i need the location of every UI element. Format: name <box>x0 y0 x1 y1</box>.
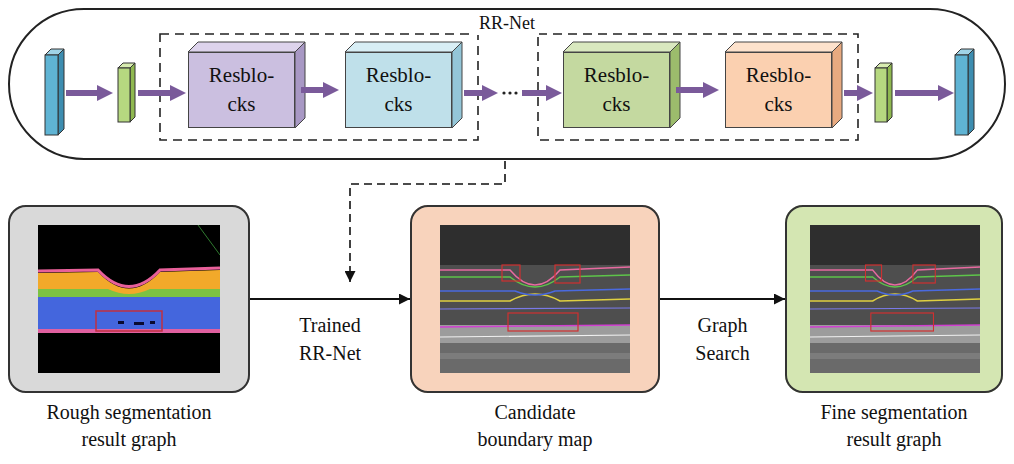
network-container: RR-NetResblo- cks Resblo- cks Resblo- cks R… <box>8 8 1006 160</box>
block-top <box>563 42 680 52</box>
result-panel: Candidate boundary map <box>410 205 660 393</box>
dot <box>514 91 517 94</box>
bar-front <box>118 68 130 122</box>
flow-arrow <box>676 87 703 93</box>
dot <box>502 91 505 94</box>
ellipsis-dots <box>502 91 517 94</box>
bar-front <box>875 68 887 122</box>
block-side <box>670 42 680 128</box>
block-label: Resblo- cks <box>358 61 439 120</box>
connector-arrow <box>660 298 785 300</box>
network-title: RR-Net <box>475 13 539 35</box>
flow-arrow <box>138 90 170 96</box>
fine-segmentation-image <box>810 225 980 373</box>
block-label: Resblo- cks <box>576 61 657 120</box>
panel-caption: Candidate boundary map <box>455 399 615 453</box>
dot <box>508 91 511 94</box>
rough-segmentation-image <box>38 225 220 373</box>
result-panel: Fine segmentation result graph <box>785 205 1003 393</box>
block-top <box>188 42 305 52</box>
flow-arrow <box>895 90 938 96</box>
panel-fill <box>785 205 1003 393</box>
block-side <box>295 42 305 128</box>
flow-arrow <box>66 90 97 96</box>
panel-fill <box>410 205 660 393</box>
resblock-box: Resblo- cks <box>345 52 452 128</box>
block-side <box>452 42 462 128</box>
bar-side <box>968 49 974 135</box>
block-top <box>345 42 462 52</box>
bar-side <box>58 49 64 135</box>
panel-caption: Fine segmentation result graph <box>799 399 989 453</box>
dashed-group <box>538 34 858 140</box>
feature-bar <box>875 63 892 122</box>
output-bar <box>955 49 974 135</box>
edge-label: Graph Search <box>683 311 763 367</box>
flow-arrow <box>301 87 323 93</box>
flow-arrow <box>844 90 857 96</box>
panel-fill <box>8 205 250 393</box>
edge-label: Trained RR-Net <box>290 311 370 367</box>
block-label: Resblo- cks <box>201 61 282 120</box>
candidate-boundary-image <box>440 225 630 373</box>
dashed-group <box>160 34 478 140</box>
resblock-box: Resblo- cks <box>725 52 832 128</box>
flow-arrow <box>522 90 546 96</box>
bar-side <box>887 63 892 122</box>
panel-caption: Rough segmentation result graph <box>29 399 229 453</box>
block-top <box>725 42 842 52</box>
feature-bar <box>118 63 135 122</box>
bar-front <box>45 55 58 135</box>
bar-front <box>955 55 968 135</box>
block-label: Resblo- cks <box>738 61 819 120</box>
resblock-box: Resblo- cks <box>563 52 670 128</box>
bar-side <box>130 63 135 122</box>
connector-arrow <box>250 298 410 300</box>
flow-arrow <box>464 90 482 96</box>
resblock-box: Resblo- cks <box>188 52 295 128</box>
block-side <box>832 42 842 128</box>
block-3d-faces <box>188 42 842 128</box>
result-panel: Rough segmentation result graph <box>8 205 250 393</box>
input-bar <box>45 49 64 135</box>
